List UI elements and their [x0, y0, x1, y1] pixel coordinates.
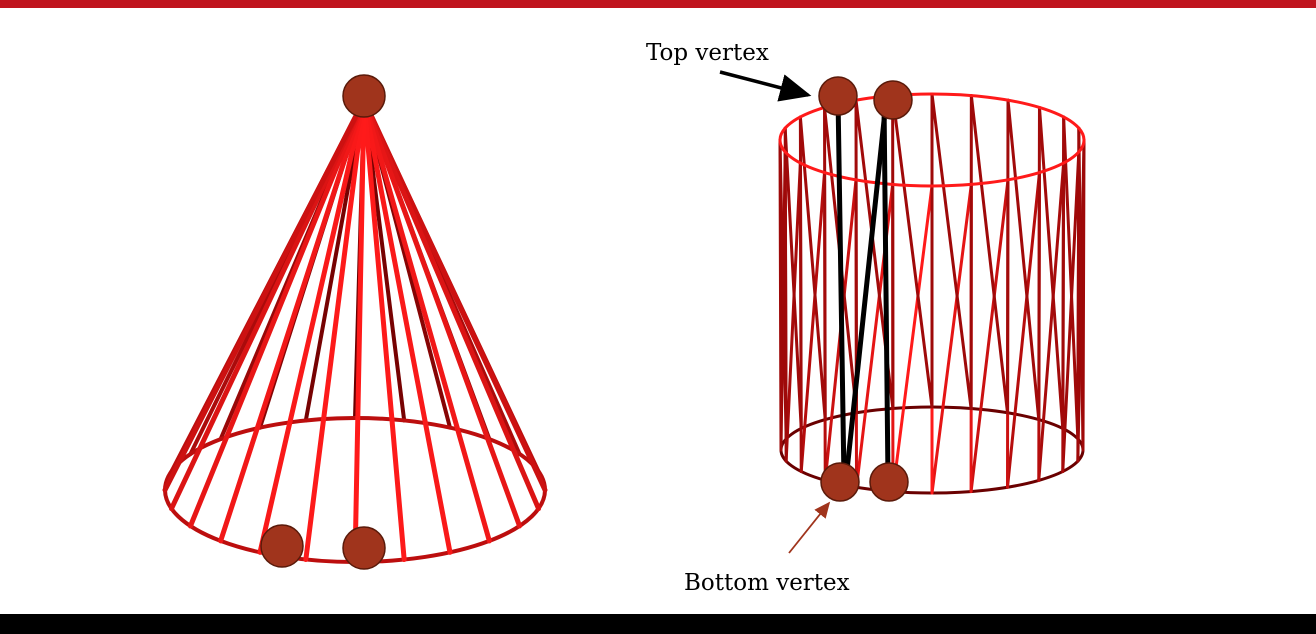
- cone-base-vertex-right: [342, 526, 386, 570]
- cylinder-diagonal-edge: [969, 178, 1010, 494]
- highlighted-edge-left: [835, 94, 847, 483]
- cylinder-diagonal-edge: [784, 161, 802, 463]
- top-vertex-right: [873, 80, 913, 120]
- cylinder-diagonal-edge: [969, 94, 1009, 415]
- top-vertex-label: Top vertex: [646, 40, 769, 66]
- cylinder-top-ring: [778, 92, 1086, 188]
- cone-edge: [187, 97, 367, 529]
- cone-apex-vertex: [342, 74, 386, 118]
- cylinder-side-edges: [778, 92, 1086, 495]
- cylinder-diagonal-edge: [1077, 126, 1085, 452]
- cylinder-vertical-edge: [1006, 98, 1010, 415]
- highlighted-edge-diagonal: [843, 99, 889, 483]
- cone-edge: [361, 97, 523, 529]
- cylinder-diagonal-edge: [891, 94, 934, 409]
- cylinder-diagonal-edge: [891, 184, 934, 494]
- cylinder-diagonal-edge: [1006, 171, 1041, 489]
- cone-edge: [257, 97, 367, 555]
- cylinder-diagonal-edge: [1062, 115, 1080, 441]
- bottom-vertex-right: [869, 462, 909, 502]
- cone-edge: [352, 97, 367, 565]
- bottom-vertex-left: [820, 462, 860, 502]
- cone-edge: [162, 97, 367, 493]
- cone-wireframe: [162, 74, 548, 570]
- bottom-accent-bar: [0, 614, 1316, 634]
- cylinder-diagonal-edge: [930, 92, 973, 410]
- bottom-vertex-label: Bottom vertex: [684, 570, 850, 596]
- cylinder-wireframe: [778, 76, 1086, 502]
- cylinder-diagonal-edge: [799, 171, 827, 473]
- bottom-vertex-arrow: [788, 501, 831, 554]
- cone-edge: [303, 98, 366, 423]
- top-accent-bar: [0, 0, 1316, 8]
- cone-base-vertex-left: [260, 524, 304, 568]
- cylinder-vertical-edge: [1037, 105, 1041, 422]
- mesh-diagram: Top vertex Bottom vertex: [162, 40, 1086, 596]
- cone-edge: [218, 97, 367, 544]
- cone-edge: [361, 97, 492, 544]
- cylinder-diagonal-edge: [1037, 161, 1066, 482]
- cylinder-diagonal-edge: [930, 182, 973, 495]
- cone-edge: [361, 97, 453, 555]
- cylinder-vertical-edge: [798, 115, 803, 430]
- highlighted-edge-right: [881, 99, 891, 483]
- cone-edge: [361, 97, 407, 563]
- cone-edge: [303, 97, 367, 563]
- cone-front-edges: [162, 97, 548, 565]
- cylinder-vertical-edge: [823, 105, 827, 422]
- cylinder-vertical-edge: [1061, 115, 1066, 430]
- cylinder-diagonal-edge: [1006, 98, 1041, 422]
- cylinder-diagonal-edge: [1037, 105, 1065, 430]
- top-vertex-arrow: [719, 70, 812, 102]
- cylinder-diagonal-edge: [798, 115, 827, 422]
- cylinder-vertical-edge: [783, 126, 788, 441]
- cylinder-diagonal-edge: [783, 126, 803, 430]
- cone-edge: [361, 97, 542, 512]
- top-vertex-left: [818, 76, 858, 116]
